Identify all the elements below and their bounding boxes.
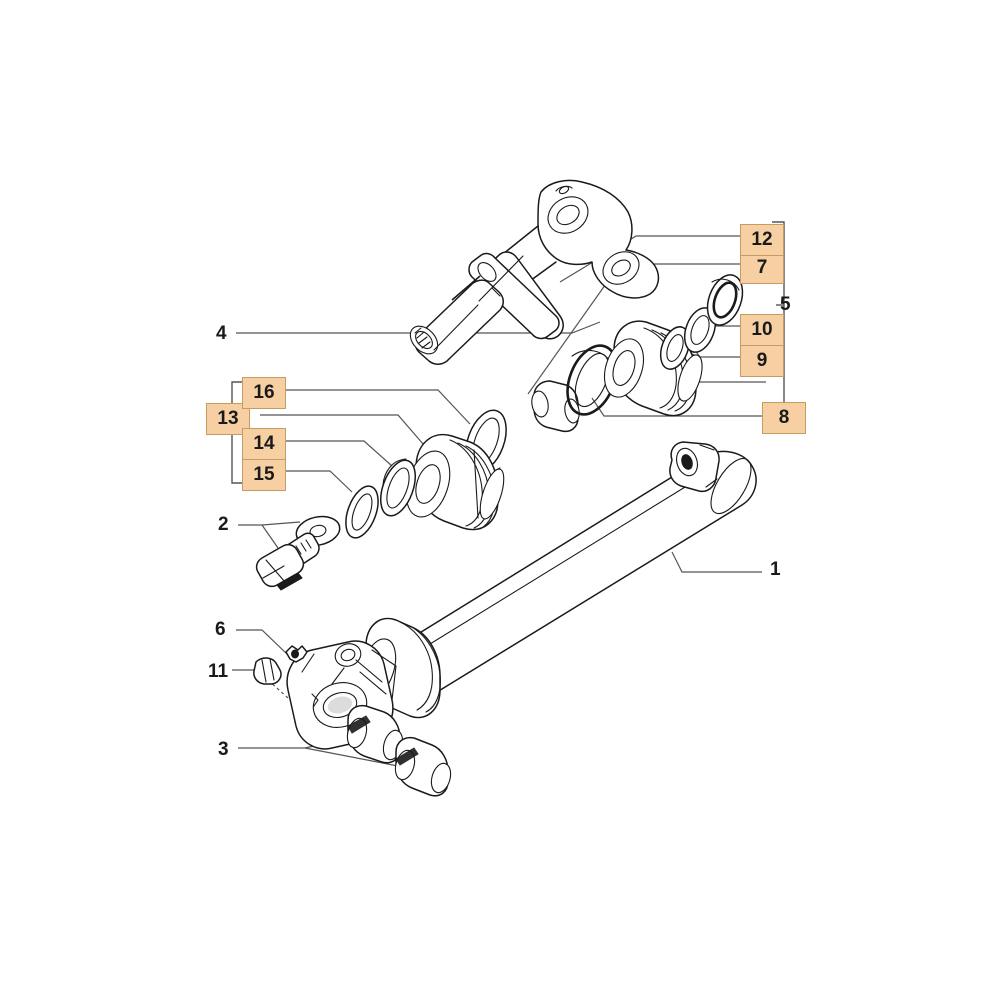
callout-12-label: 12 — [751, 229, 773, 250]
callout-14-label: 14 — [253, 433, 275, 454]
callout-15-label: 15 — [253, 464, 275, 485]
callout-8-label: 8 — [778, 407, 790, 428]
callout-9-label: 9 — [756, 350, 768, 371]
part-wiper-seal — [706, 274, 744, 326]
callout-12[interactable]: 12 — [740, 224, 784, 256]
callout-7[interactable]: 7 — [740, 252, 784, 284]
callout-3-label: 3 — [218, 739, 229, 760]
callout-2-label: 2 — [218, 514, 229, 535]
part-cylinder-barrel — [286, 441, 757, 750]
callout-6-label: 6 — [215, 619, 226, 640]
part-spacer-sleeve — [531, 380, 580, 433]
callout-5[interactable]: 5 — [780, 295, 791, 314]
callout-2[interactable]: 2 — [218, 515, 229, 534]
callout-8[interactable]: 8 — [762, 402, 806, 434]
callout-13-label: 13 — [217, 408, 239, 429]
callout-4-label: 4 — [216, 323, 227, 344]
callout-3[interactable]: 3 — [218, 740, 229, 759]
callout-10[interactable]: 10 — [740, 314, 784, 346]
part-grease-nipple — [285, 645, 308, 663]
part-gland-assembly — [345, 409, 507, 539]
callout-11-label: 11 — [208, 661, 229, 682]
callout-14[interactable]: 14 — [242, 428, 286, 460]
callout-16-label: 16 — [253, 382, 275, 403]
callout-5-label: 5 — [780, 294, 791, 315]
callout-9[interactable]: 9 — [740, 345, 784, 377]
part-plug — [253, 657, 282, 685]
part-bushings — [346, 704, 452, 797]
part-bolt-washer — [255, 515, 341, 591]
callout-1[interactable]: 1 — [770, 560, 781, 579]
callout-11[interactable]: 11 — [208, 662, 228, 681]
callout-7-label: 7 — [756, 257, 768, 278]
part-piston-rod-assembly — [409, 179, 660, 365]
callout-16[interactable]: 16 — [242, 377, 286, 409]
part-back-up-rings — [659, 307, 717, 370]
callout-1-label: 1 — [770, 559, 781, 580]
callout-15[interactable]: 15 — [242, 459, 286, 491]
callout-6[interactable]: 6 — [215, 620, 226, 639]
callout-10-label: 10 — [751, 319, 773, 340]
callout-4[interactable]: 4 — [216, 324, 227, 343]
